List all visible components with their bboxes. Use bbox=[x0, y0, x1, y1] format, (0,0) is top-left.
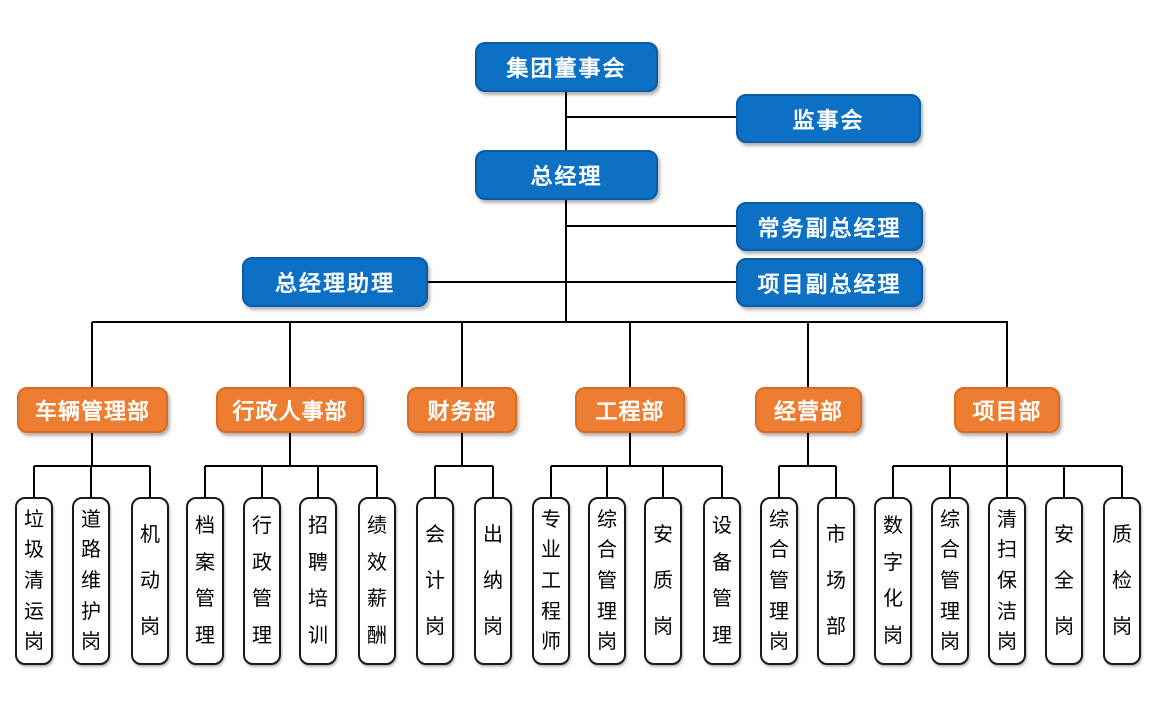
connector-line bbox=[435, 465, 493, 467]
position-box: 安质岗 bbox=[644, 497, 682, 665]
connector-line bbox=[835, 466, 837, 497]
position-box: 绩效薪酬 bbox=[358, 497, 396, 665]
connector-line bbox=[1006, 433, 1008, 466]
connector-line bbox=[34, 465, 150, 467]
connector-line bbox=[261, 466, 263, 497]
connector-line bbox=[1006, 322, 1008, 388]
connector-line bbox=[376, 466, 378, 497]
position-box: 机动岗 bbox=[131, 497, 169, 665]
position-label: 会计岗 bbox=[425, 524, 445, 638]
connector-line bbox=[289, 433, 291, 466]
position-box: 安全岗 bbox=[1045, 497, 1083, 665]
connector-line bbox=[721, 466, 723, 497]
connector-line bbox=[289, 322, 291, 388]
connector-line bbox=[662, 466, 664, 497]
connector-line bbox=[33, 466, 35, 497]
connector-line bbox=[778, 466, 780, 497]
position-box: 专业工程师 bbox=[532, 497, 570, 665]
position-label: 行政管理 bbox=[252, 514, 272, 648]
position-label: 招聘培训 bbox=[308, 514, 328, 648]
position-box: 垃圾清运岗 bbox=[15, 497, 53, 665]
position-box: 出纳岗 bbox=[474, 497, 512, 665]
dept-project: 项目部 bbox=[954, 387, 1060, 433]
connector-line bbox=[566, 225, 736, 227]
connector-line bbox=[1063, 466, 1065, 497]
node-exec-vice-gm: 常务副总经理 bbox=[736, 202, 923, 251]
connector-line bbox=[779, 465, 836, 467]
position-box: 综合管理岗 bbox=[760, 497, 798, 665]
position-box: 会计岗 bbox=[416, 497, 454, 665]
position-label: 出纳岗 bbox=[483, 524, 503, 638]
connector-line bbox=[492, 466, 494, 497]
position-label: 综合管理岗 bbox=[940, 508, 960, 654]
position-box: 质检岗 bbox=[1103, 497, 1141, 665]
position-label: 设备管理 bbox=[712, 514, 732, 648]
connector-line bbox=[892, 466, 894, 497]
position-label: 市场部 bbox=[826, 524, 846, 638]
position-box: 综合管理岗 bbox=[588, 497, 626, 665]
connector-line bbox=[1006, 466, 1008, 497]
node-gm-assistant: 总经理助理 bbox=[242, 257, 428, 307]
connector-line bbox=[566, 116, 736, 118]
connector-line bbox=[149, 466, 151, 497]
node-general-manager: 总经理 bbox=[475, 150, 658, 200]
connector-line bbox=[205, 465, 377, 467]
position-box: 档案管理 bbox=[186, 497, 224, 665]
position-box: 清扫保洁岗 bbox=[988, 497, 1026, 665]
connector-line bbox=[461, 322, 463, 388]
connector-line bbox=[565, 200, 567, 322]
dept-vehicle-management: 车辆管理部 bbox=[17, 387, 168, 433]
position-box: 行政管理 bbox=[243, 497, 281, 665]
connector-line bbox=[1121, 466, 1123, 497]
connector-line bbox=[949, 466, 951, 497]
node-supervisory-board: 监事会 bbox=[736, 94, 921, 143]
position-label: 数字化岗 bbox=[883, 514, 903, 648]
position-box: 综合管理岗 bbox=[931, 497, 969, 665]
connector-line bbox=[807, 322, 809, 388]
connector-line bbox=[91, 322, 93, 388]
position-label: 专业工程师 bbox=[541, 508, 561, 654]
position-label: 安质岗 bbox=[653, 524, 673, 638]
connector-line bbox=[91, 433, 93, 466]
node-project-vice-gm: 项目副总经理 bbox=[736, 258, 923, 307]
connector-line bbox=[606, 466, 608, 497]
node-group-board: 集团董事会 bbox=[475, 42, 658, 92]
connector-line bbox=[90, 466, 92, 497]
dept-engineering: 工程部 bbox=[575, 387, 685, 433]
dept-operations: 经营部 bbox=[755, 387, 862, 433]
connector-line bbox=[461, 433, 463, 466]
connector-line bbox=[204, 466, 206, 497]
position-label: 机动岗 bbox=[140, 524, 160, 638]
dept-admin-hr: 行政人事部 bbox=[216, 387, 364, 433]
connector-line bbox=[551, 465, 722, 467]
position-label: 垃圾清运岗 bbox=[24, 508, 44, 654]
position-box: 道路维护岗 bbox=[72, 497, 110, 665]
position-label: 绩效薪酬 bbox=[367, 514, 387, 648]
position-label: 清扫保洁岗 bbox=[997, 508, 1017, 654]
position-label: 安全岗 bbox=[1054, 524, 1074, 638]
position-box: 招聘培训 bbox=[299, 497, 337, 665]
dept-finance: 财务部 bbox=[407, 387, 517, 433]
position-label: 综合管理岗 bbox=[769, 508, 789, 654]
connector-line bbox=[629, 322, 631, 388]
connector-line bbox=[92, 321, 1008, 323]
connector-line bbox=[317, 466, 319, 497]
position-label: 道路维护岗 bbox=[81, 508, 101, 654]
connector-line bbox=[550, 466, 552, 497]
position-box: 数字化岗 bbox=[874, 497, 912, 665]
position-box: 市场部 bbox=[817, 497, 855, 665]
position-label: 档案管理 bbox=[195, 514, 215, 648]
connector-line bbox=[807, 433, 809, 466]
connector-line bbox=[629, 433, 631, 466]
connector-line bbox=[434, 466, 436, 497]
position-label: 质检岗 bbox=[1112, 524, 1132, 638]
connector-line bbox=[428, 281, 736, 283]
connector-line bbox=[565, 92, 567, 150]
position-label: 综合管理岗 bbox=[597, 508, 617, 654]
position-box: 设备管理 bbox=[703, 497, 741, 665]
